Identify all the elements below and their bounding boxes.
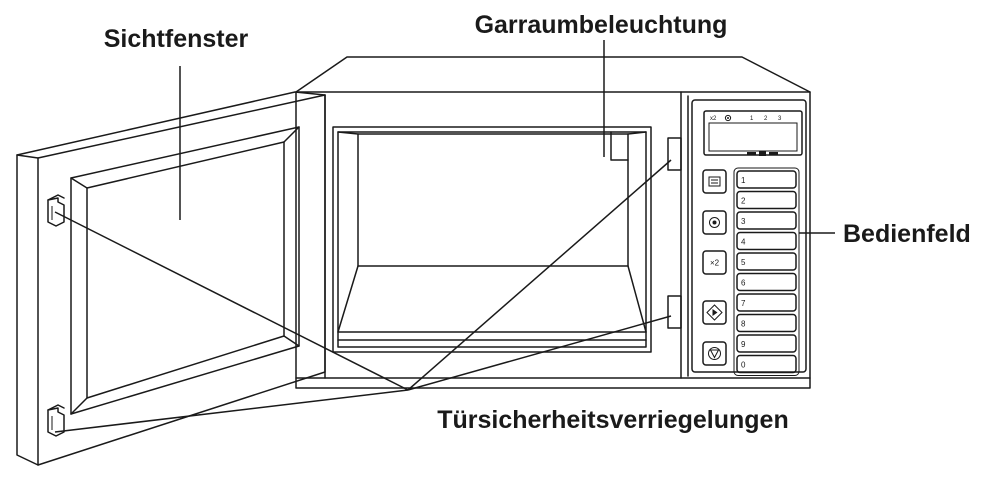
display-indicator-1: 1: [750, 116, 754, 122]
double-quantity-label: ×2: [710, 259, 720, 268]
label-tuersicherheitsverriegelungen: Türsicherheitsverriegelungen: [437, 406, 789, 434]
window-frame-outer: [70, 126, 300, 415]
door-side-edge: [16, 154, 39, 466]
oven-cavity: [332, 126, 652, 353]
power-level-button[interactable]: [702, 210, 727, 235]
start-icon: [706, 304, 723, 321]
bottom-edge: [295, 377, 811, 389]
number-key[interactable]: 7: [736, 293, 797, 312]
number-key[interactable]: 4: [736, 231, 797, 251]
cavity-edge-br: [627, 265, 647, 333]
leader-lock-receiver-upper: [407, 159, 672, 391]
number-key-label: 3: [741, 217, 746, 226]
cavity-opening: [332, 126, 652, 353]
number-key-label: 9: [741, 340, 746, 349]
door-hook-lower: [47, 404, 65, 437]
double-quantity-button[interactable]: ×2: [702, 250, 727, 275]
cavity-edge-tl: [337, 131, 359, 135]
number-key[interactable]: 6: [736, 272, 797, 292]
keypad-frame: [733, 167, 800, 376]
display-mode-button[interactable]: [702, 169, 727, 194]
leader-lock-hook-lower: [54, 389, 409, 433]
display-window: [708, 122, 798, 152]
number-key-label: 2: [741, 197, 746, 206]
top-surface: [295, 56, 811, 93]
number-key[interactable]: 2: [736, 190, 797, 210]
display-power-icon: [724, 114, 732, 122]
number-key-label: 5: [741, 258, 746, 267]
oven-light: [610, 131, 629, 161]
number-key-label: 1: [741, 176, 746, 185]
leader-lock-receiver-lower: [407, 315, 672, 391]
start-button[interactable]: [702, 300, 727, 325]
label-garraumbeleuchtung: Garraumbeleuchtung: [475, 11, 728, 39]
latch-receivers: [667, 137, 682, 329]
window-bevel: [70, 126, 300, 415]
number-key[interactable]: 0: [736, 354, 797, 374]
cavity-edge-tr: [627, 131, 647, 135]
oven-door: [16, 91, 326, 466]
display-segment-indicators: [747, 151, 778, 156]
number-key[interactable]: 9: [736, 334, 797, 353]
display-mode-icon: [708, 176, 721, 187]
function-buttons: ×2: [702, 169, 727, 366]
stop-icon: [708, 347, 721, 360]
number-key-label: 0: [741, 361, 746, 370]
cavity-back-wall: [357, 133, 629, 267]
leader-lines: [54, 40, 835, 433]
callout-labels: Sichtfenster Garraumbeleuchtung Bedienfe…: [104, 11, 971, 434]
number-key-label: 6: [741, 279, 746, 288]
front-frame: [295, 91, 811, 379]
display-indicator-x2: x2: [710, 116, 717, 122]
label-bedienfeld: Bedienfeld: [843, 220, 971, 248]
door-front: [37, 94, 326, 466]
power-level-icon: [709, 217, 720, 228]
number-key[interactable]: 8: [736, 313, 797, 333]
door-top-edge: [16, 91, 326, 156]
door-hook-upper: [47, 194, 65, 227]
label-sichtfenster: Sichtfenster: [104, 25, 249, 53]
leader-lock-hook-upper: [54, 211, 409, 391]
display-indicator-2: 2: [764, 116, 768, 122]
control-panel: x2 1 2 3 1 2 3 4 5 6 7 8 9 0: [691, 99, 807, 376]
cavity-rim: [337, 131, 647, 348]
number-keypad: 1 2 3 4 5 6 7 8 9 0: [733, 167, 800, 376]
number-key-label: 4: [741, 238, 746, 247]
number-key-label: 7: [741, 299, 746, 308]
cavity-edge-bl: [337, 265, 359, 333]
latch-receiver-upper: [667, 137, 682, 171]
display-area: x2 1 2 3: [703, 110, 803, 156]
microwave-body: [295, 56, 811, 389]
latch-receiver-lower: [667, 295, 682, 329]
stop-button[interactable]: [702, 341, 727, 366]
number-key-label: 8: [741, 320, 746, 329]
number-key[interactable]: 1: [736, 170, 797, 189]
number-key[interactable]: 3: [736, 211, 797, 230]
door-hooks: [47, 194, 65, 437]
display-indicator-3: 3: [778, 116, 782, 122]
number-key[interactable]: 5: [736, 252, 797, 271]
